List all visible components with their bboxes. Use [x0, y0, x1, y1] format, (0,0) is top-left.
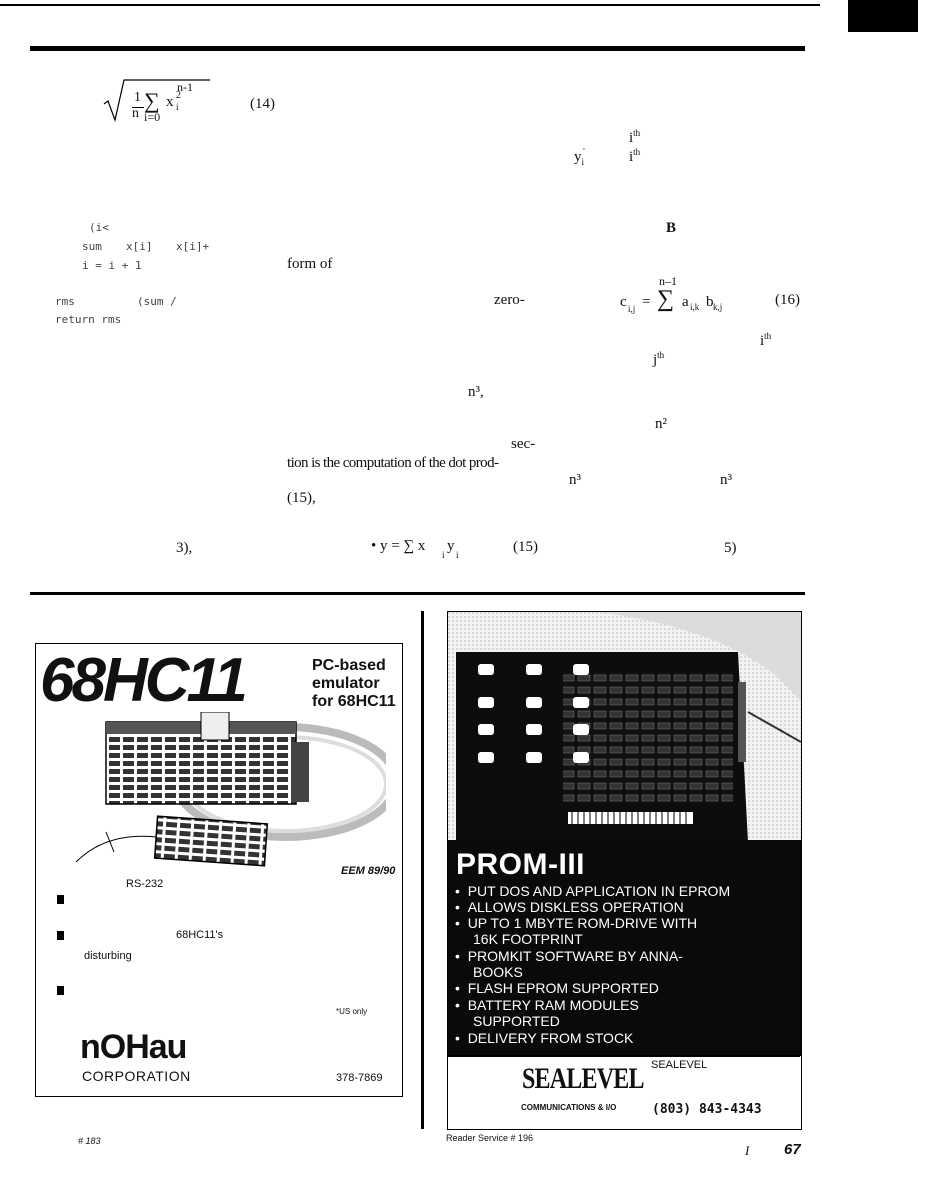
ad2-bullet-1: • PUT DOS AND APPLICATION IN EPROM — [455, 883, 731, 899]
equation-16-number: (16) — [775, 292, 800, 308]
ad2-bullet-3-cont: 16K FOOTPRINT — [473, 931, 583, 947]
ad2-title: PROM-III — [456, 848, 585, 881]
code-sum-div: (sum / — [137, 295, 177, 308]
ad1-headline-3: for 68HC11 — [312, 693, 396, 710]
nohau-ad: 68HC11 PC-based emulator for 68HC11 EEM … — [35, 643, 403, 1097]
ad1-eem-label: EEM 89/90 — [341, 865, 396, 877]
ad2-bullet-6-cont: SUPPORTED — [473, 1013, 560, 1029]
column-divider — [421, 611, 424, 1129]
sealevel-ad: PROM-III — [447, 611, 802, 1130]
ad2-tagline: COMMUNICATIONS & I/O — [521, 1103, 617, 1112]
code-increment: i = i + 1 — [82, 259, 142, 272]
ad2-bullet-7: • DELIVERY FROM STOCK — [455, 1030, 634, 1046]
ad1-phone: 378-7869 — [336, 1072, 383, 1084]
ad2-sealevel-small: SEALEVEL — [651, 1059, 708, 1071]
code-while-line: (i< — [89, 221, 109, 234]
text-eq15-ref: (15), — [287, 490, 316, 506]
code-return: return rms — [55, 313, 122, 326]
ad2-bullet-2: • ALLOWS DISKLESS OPERATION — [455, 899, 684, 915]
ad1-corporation: CORPORATION — [82, 1068, 191, 1084]
code-sum-var: sum — [82, 240, 102, 253]
text-jth: jth — [653, 350, 665, 368]
text-dot-product: tion is the computation of the dot prod- — [287, 455, 499, 471]
equation-16: n–1 c i,j = ∑ a i,k b k,j — [620, 274, 723, 314]
ad1-emulator-photo — [75, 712, 386, 867]
ad2-black-panel — [448, 840, 801, 1056]
text-ith-3: ith — [760, 331, 772, 349]
text-ref-3: 3), — [176, 540, 193, 556]
ad1-bullet-1 — [57, 895, 64, 904]
text-ref-5: 5) — [724, 540, 737, 556]
ad2-sealevel-logo: SEALEVEL — [522, 1062, 644, 1095]
text-n-cubed: n³, — [468, 384, 484, 400]
page-number: 67 — [784, 1141, 801, 1158]
header-thick-rule — [30, 46, 805, 51]
text-n-squared: n² — [655, 416, 667, 432]
text-tick: , — [583, 142, 585, 151]
footer-left-mark: I — [745, 1143, 750, 1158]
ad1-us-only: *US only — [336, 1007, 368, 1016]
corner-tab-mark — [848, 0, 918, 32]
text-n-cubed-a: n³ — [569, 472, 581, 488]
ad1-headline-2: emulator — [312, 675, 380, 692]
text-sec: sec- — [511, 436, 536, 452]
text-zero: zero- — [494, 292, 525, 308]
ad1-rs232: RS-232 — [126, 878, 164, 890]
ad2-bullet-4-cont: BOOKS — [473, 964, 523, 980]
ad1-nohau-logo: nOHau — [80, 1028, 187, 1066]
text-ith-2: ith — [629, 147, 641, 165]
text-matrix-b: B — [666, 220, 677, 236]
ad2-bullet-6: • BATTERY RAM MODULES — [455, 997, 639, 1013]
ad2-bullet-3: • UP TO 1 MBYTE ROM-DRIVE WITH — [455, 915, 698, 931]
ad2-footer-rule — [448, 1055, 800, 1057]
equation-14-number: (14) — [250, 96, 275, 112]
ad1-reader-service: # 183 — [78, 1136, 101, 1146]
equation-14: n-1 1 n ∑ i=0 x 2 i — [102, 74, 212, 124]
ad1-text-68hc11s: 68HC11's — [176, 929, 224, 941]
text-y-i: yi — [574, 149, 585, 167]
code-x-index: x[i] — [126, 240, 153, 253]
text-ith-1: ith — [629, 128, 641, 146]
ad2-photo — [448, 612, 801, 842]
sqrt-sign — [103, 79, 210, 122]
ad2-bullet-4: • PROMKIT SOFTWARE BY ANNA- — [455, 948, 683, 964]
ad2-bullet-5: • FLASH EPROM SUPPORTED — [455, 980, 659, 996]
equation-15: • y = ∑ x i y i — [371, 538, 459, 560]
ad2-reader-service: Reader Service # 196 — [446, 1133, 534, 1143]
section-rule — [30, 592, 805, 595]
equation-15-number: (15) — [513, 539, 538, 555]
code-rms-assign: rms — [55, 295, 75, 308]
ad1-bullet-3 — [57, 986, 64, 995]
top-thin-rule — [0, 4, 820, 6]
code-x-index-2: x[i]+ — [176, 240, 210, 253]
ad2-phone: (803) 843-4343 — [652, 1102, 762, 1117]
ad1-logo-68hc11: 68HC11 — [40, 646, 248, 715]
ad1-bullet-2 — [57, 931, 64, 940]
ad1-text-disturbing: disturbing — [84, 950, 132, 962]
text-n-cubed-b: n³ — [720, 472, 732, 488]
ad1-headline-1: PC-based — [312, 657, 386, 674]
text-form-of: form of — [287, 256, 333, 272]
